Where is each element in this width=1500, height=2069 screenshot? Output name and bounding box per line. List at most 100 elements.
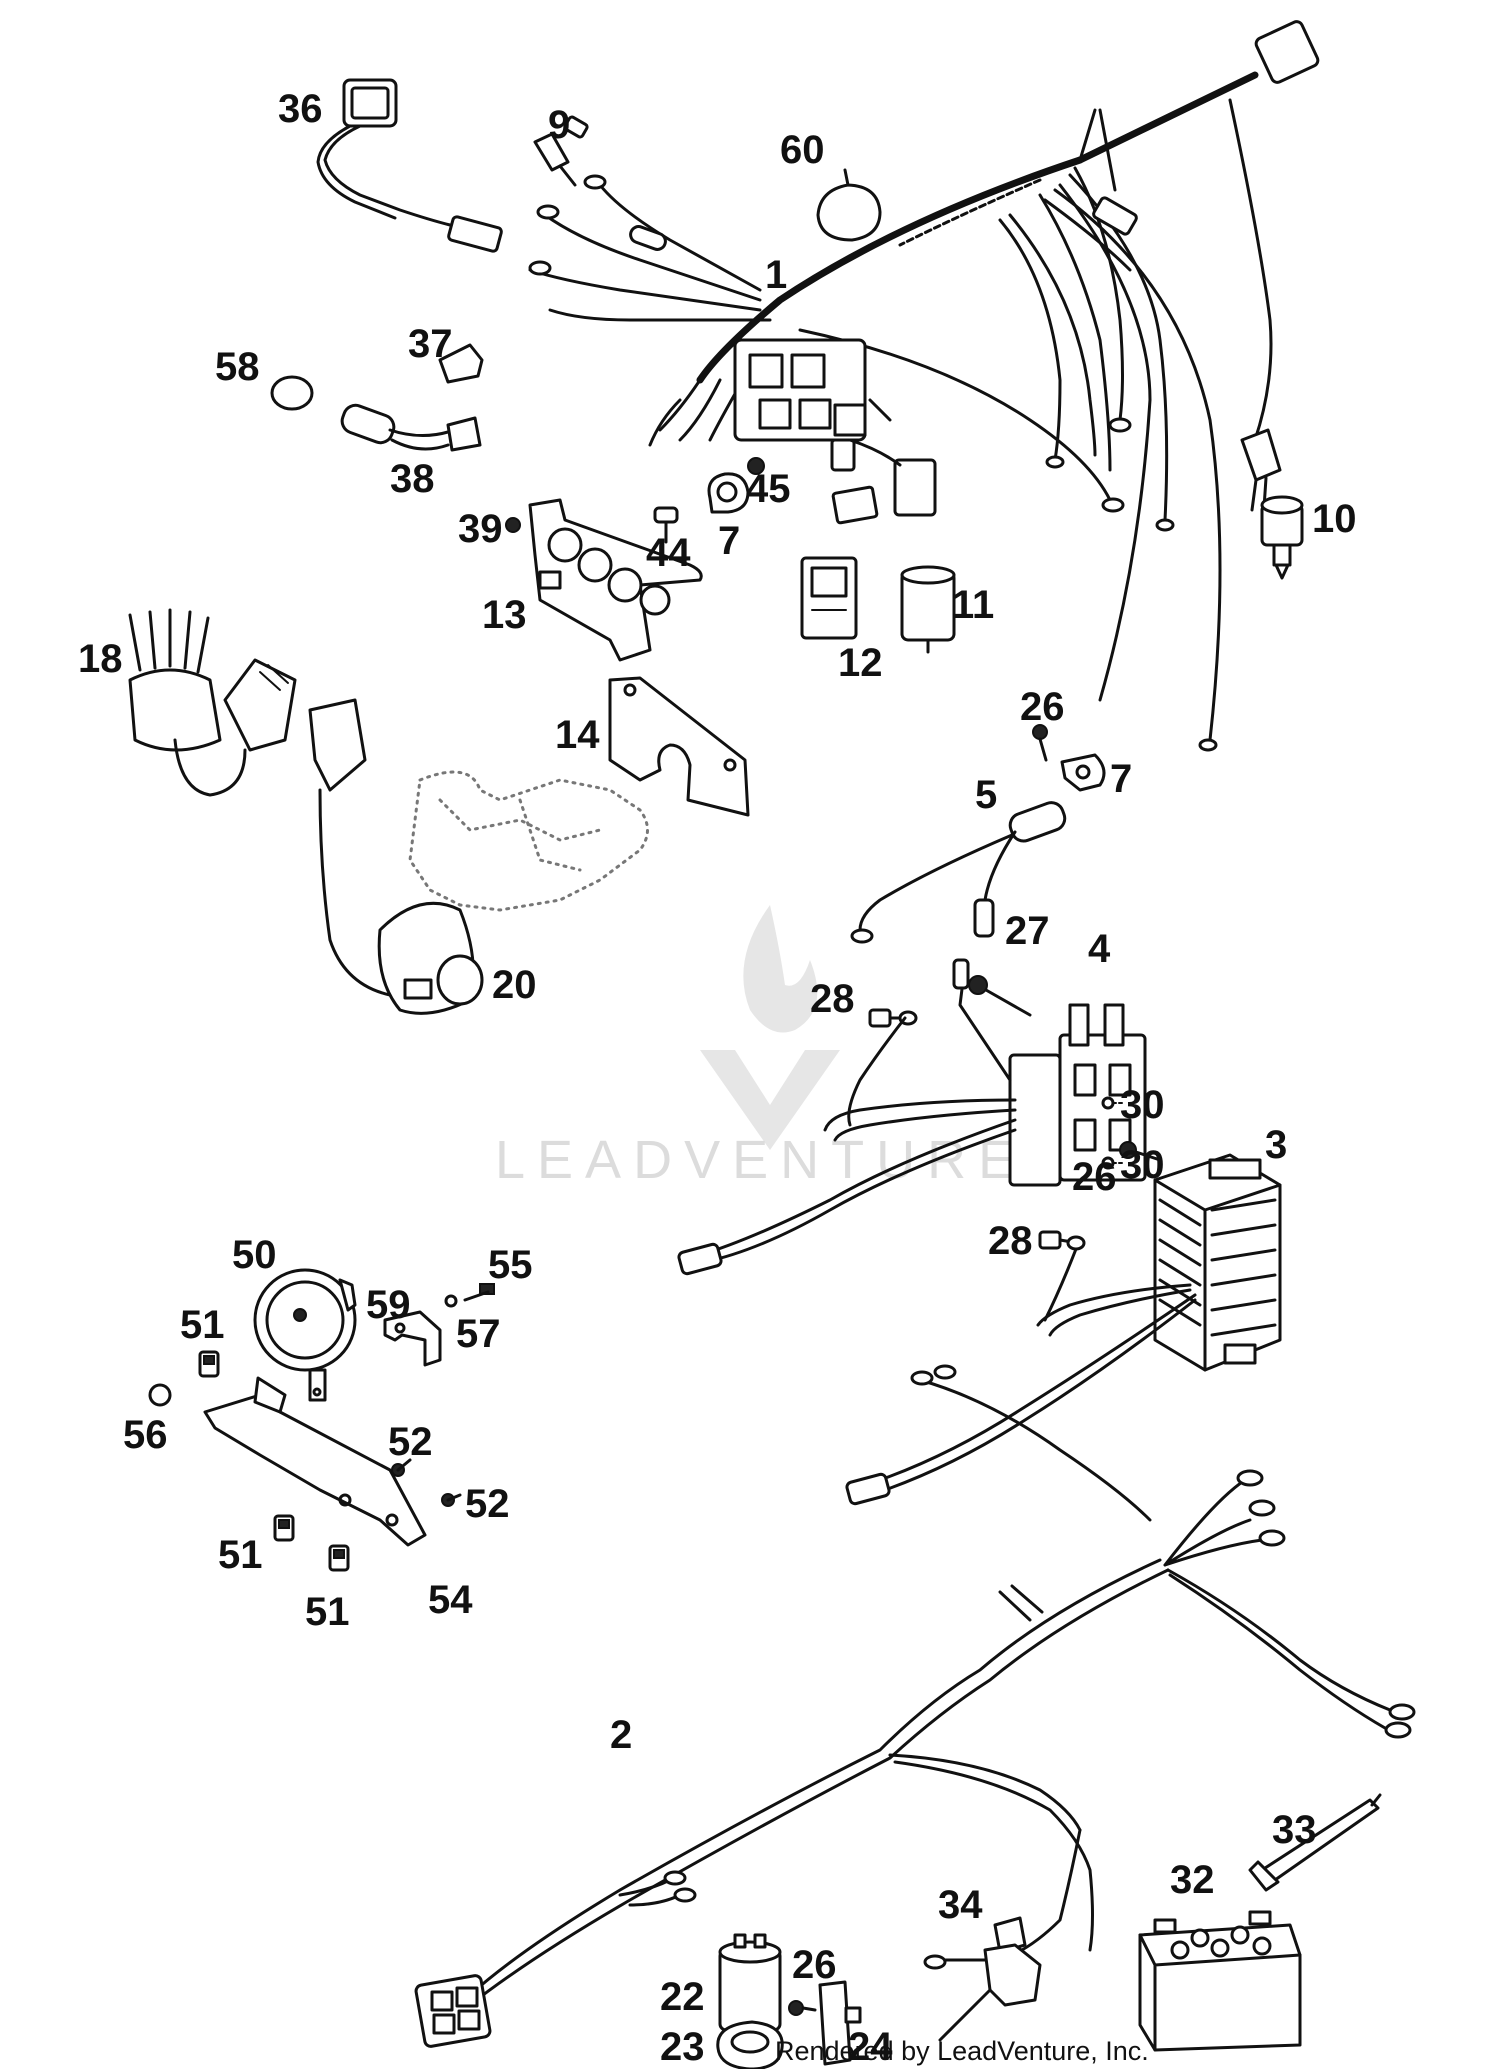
part-10-switch	[1260, 495, 1304, 580]
callout-5: 5	[975, 773, 997, 817]
part-56-grommet	[148, 1383, 172, 1407]
part-18-ignition-lead	[128, 608, 297, 797]
callout-33: 33	[1272, 1808, 1317, 1852]
watermark-text: LEADVENTURE	[495, 1130, 1026, 1190]
callout-34: 34	[938, 1883, 983, 1927]
callout-52a: 52	[388, 1420, 433, 1464]
callout-55: 55	[488, 1243, 533, 1287]
callout-45: 45	[746, 467, 791, 511]
part-28-screw-upper	[868, 1008, 918, 1028]
callout-32: 32	[1170, 1858, 1215, 1902]
callout-44: 44	[646, 531, 691, 575]
callout-28a: 28	[810, 977, 855, 1021]
callout-2: 2	[610, 1713, 632, 1757]
part-7-clip-upper	[707, 472, 750, 514]
callout-7b: 7	[1110, 757, 1132, 801]
part-34-fuse-holder	[938, 1916, 1042, 2042]
part-22-capacitor	[718, 1933, 782, 2032]
callout-51b: 51	[218, 1533, 263, 1577]
part-44-screw	[653, 506, 679, 544]
part-51-clip-c	[328, 1544, 350, 1572]
part-26-screw-mid	[1119, 1141, 1162, 1162]
callout-10: 10	[1312, 497, 1357, 541]
callout-51c: 51	[305, 1590, 350, 1634]
part-38-plug-lead	[340, 403, 482, 452]
callout-3: 3	[1265, 1123, 1287, 1167]
callout-60: 60	[780, 128, 825, 172]
callout-30b: 30	[1120, 1143, 1165, 1187]
part-36-lead	[316, 78, 503, 253]
part-33-battery-strap	[1248, 1793, 1382, 1892]
relay-wiring	[677, 1016, 1017, 1276]
callout-50: 50	[232, 1233, 277, 1277]
callout-13: 13	[482, 593, 527, 637]
part-11-relay	[900, 565, 956, 654]
regulator-wiring	[845, 1247, 1197, 1522]
callout-18: 18	[78, 637, 123, 681]
callout-27: 27	[1005, 909, 1050, 953]
part-23-clamp	[716, 2020, 784, 2069]
callout-30a: 30	[1120, 1083, 1165, 1127]
callout-22: 22	[660, 1975, 705, 2019]
callout-26c: 26	[792, 1943, 837, 1987]
part-51-clip-a	[198, 1350, 220, 1378]
callout-39: 39	[458, 507, 503, 551]
part-51-clip-b	[273, 1514, 295, 1542]
callout-9: 9	[548, 103, 570, 147]
callout-14: 14	[555, 713, 600, 757]
callout-28b: 28	[988, 1219, 1033, 1263]
part-13-fuse-bracket	[528, 498, 703, 662]
part-3-regulator	[1153, 1153, 1282, 1372]
callout-59: 59	[366, 1283, 411, 1327]
watermark: LEADVENTURE	[495, 905, 1026, 1190]
part-12-fuse	[800, 556, 858, 640]
callout-24: 24	[848, 2025, 893, 2069]
part-52-screw-a	[391, 1458, 412, 1477]
callout-23: 23	[660, 2025, 705, 2069]
part-24-bracket	[818, 1980, 862, 2066]
part-50-horn	[253, 1268, 357, 1402]
part-58-clamp-ring	[270, 375, 314, 411]
callout-11: 11	[952, 583, 994, 627]
callout-51a: 51	[180, 1303, 225, 1347]
part-52-screw-b	[441, 1493, 462, 1507]
callout-26a: 26	[1020, 685, 1065, 729]
part-20-handlebar-switch	[308, 698, 484, 1015]
part-28-screw-lower	[1038, 1230, 1086, 1251]
callout-56: 56	[123, 1413, 168, 1457]
part-39-screw	[505, 517, 521, 533]
part-7-clip-lower	[1060, 753, 1106, 792]
callout-38: 38	[390, 457, 435, 501]
part-9-bulb-socket	[533, 115, 589, 187]
callout-4: 4	[1088, 927, 1111, 971]
callout-36: 36	[278, 87, 323, 131]
part-30-nuts	[1101, 1096, 1123, 1170]
footer-credit: Rendered by LeadVenture, Inc.	[775, 2036, 1149, 2066]
dotted-outline-part	[408, 770, 649, 912]
callout-57: 57	[456, 1312, 501, 1356]
part-26-screw-upper	[1032, 724, 1048, 762]
part-54-horn-bracket	[203, 1376, 427, 1547]
part-27-screw	[968, 975, 1032, 1017]
part-5-lead	[850, 801, 1067, 944]
part-59-bracket	[383, 1310, 442, 1367]
callout-52b: 52	[465, 1482, 510, 1526]
part-57-washer	[444, 1294, 458, 1308]
callout-37: 37	[408, 322, 453, 366]
part-26-screw-lower	[788, 2000, 817, 2016]
callout-26b: 26	[1072, 1155, 1117, 1199]
part-60-cable-tie	[816, 168, 882, 242]
main-wiring-harness	[528, 20, 1320, 752]
callout-1: 1	[765, 253, 787, 297]
callout-7a: 7	[718, 519, 740, 563]
callout-54: 54	[428, 1578, 473, 1622]
part-37-cap	[438, 343, 484, 384]
part-55-screw	[463, 1283, 495, 1302]
callout-20: 20	[492, 963, 537, 1007]
callout-labels: 1 2 3 4 5 7 7 9 10 11 12 13 14 18 20 22 …	[78, 87, 1357, 2069]
part-45-nut	[747, 457, 765, 475]
callout-58: 58	[215, 345, 260, 389]
part-2-rear-harness	[414, 1469, 1416, 2048]
callout-12: 12	[838, 641, 883, 685]
